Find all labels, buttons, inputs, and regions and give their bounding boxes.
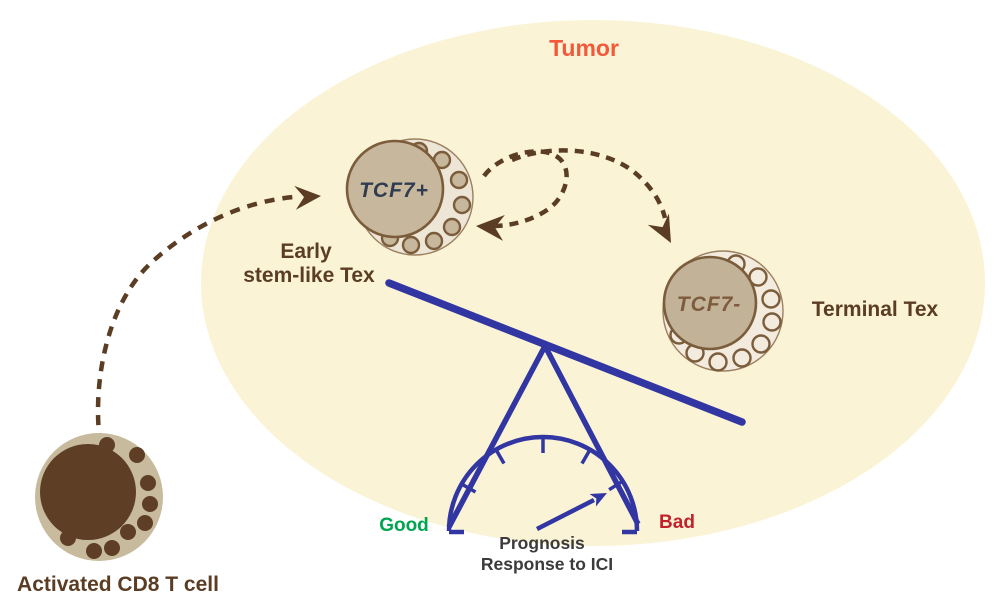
activated-cd8-label: Activated CD8 T cell bbox=[17, 573, 219, 596]
good-label: Good bbox=[379, 515, 429, 536]
recruitment-arrowhead-icon bbox=[294, 185, 321, 210]
stem-tex-label: Early stem-like Tex bbox=[243, 240, 375, 287]
bad-label: Bad bbox=[659, 512, 695, 533]
prognosis-gauge bbox=[446, 434, 640, 535]
svg-text:Response to ICI: Response to ICI bbox=[481, 554, 613, 574]
terminal-tex-gene-label: TCF7- bbox=[677, 293, 742, 316]
self-renewal-arrowhead-icon bbox=[476, 214, 505, 241]
stem-tex-gene-label: TCF7+ bbox=[359, 179, 429, 202]
balance-beam bbox=[385, 279, 746, 426]
tumor-label: Tumor bbox=[549, 35, 619, 61]
terminal-tex-nucleus bbox=[662, 255, 758, 351]
svg-text:Early: Early bbox=[280, 240, 332, 263]
svg-text:stem-like Tex: stem-like Tex bbox=[243, 264, 375, 287]
differentiation-arrowhead-icon bbox=[647, 213, 671, 243]
gauge-needle-arrowhead-icon bbox=[589, 493, 607, 507]
differentiation-arrow bbox=[511, 148, 668, 219]
recruitment-arrow bbox=[95, 194, 295, 444]
activated-cd8-cell bbox=[35, 433, 163, 561]
stem-tex-nucleus bbox=[345, 139, 445, 239]
stem-tex-cell: TCF7+ bbox=[345, 138, 474, 256]
terminal-tex-cell: TCF7- bbox=[662, 250, 784, 372]
activated-cd8-nucleus bbox=[40, 444, 136, 540]
gauge-caption: Prognosis Response to ICI bbox=[481, 533, 613, 574]
gauge-ticks bbox=[460, 437, 624, 494]
self-renewal-loop-arrow bbox=[482, 149, 569, 229]
terminal-tex-label: Terminal Tex bbox=[812, 298, 939, 321]
gauge-needle bbox=[535, 497, 596, 532]
svg-text:Prognosis: Prognosis bbox=[499, 533, 585, 553]
